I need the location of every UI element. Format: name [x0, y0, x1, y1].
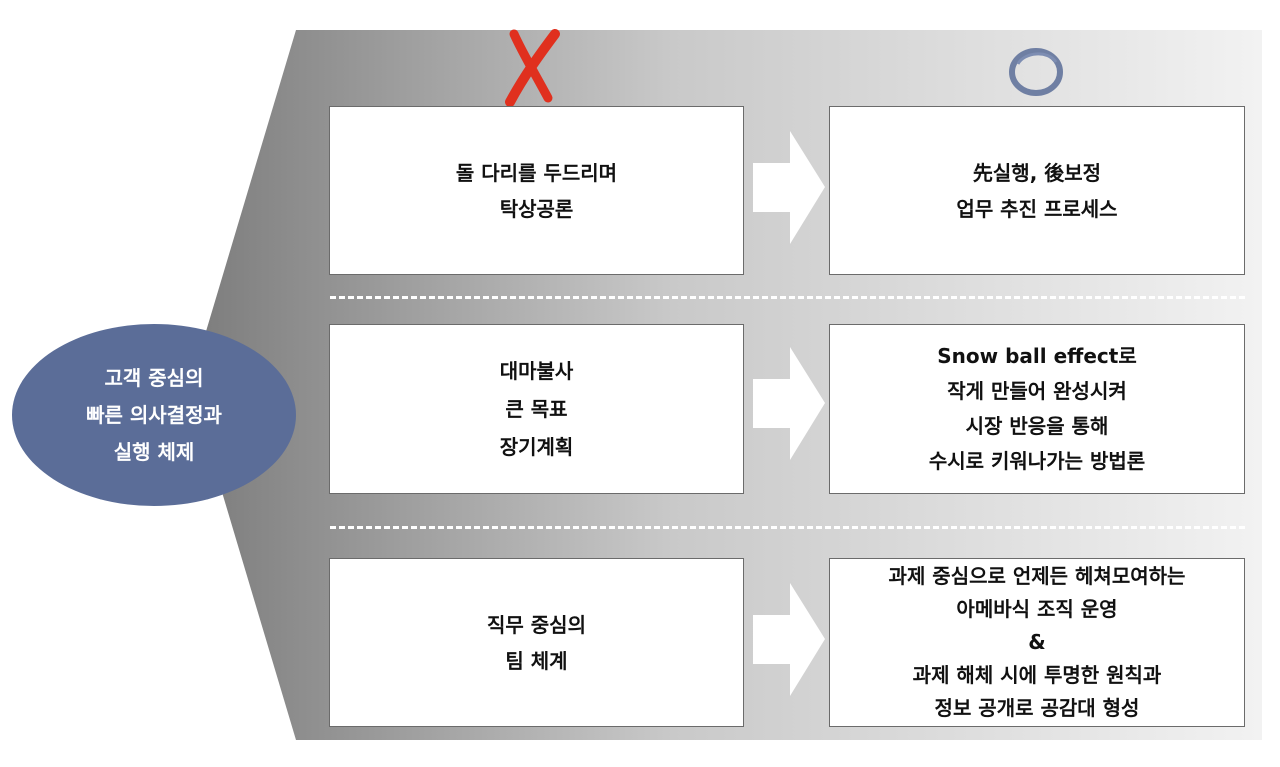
after-box-3: 과제 중심으로 언제든 헤쳐모여하는 아메바식 조직 운영 & 과제 해체 시에…: [829, 558, 1245, 727]
row-separator: [330, 296, 1245, 299]
box-text: 작게 만들어 완성시켜: [947, 379, 1127, 403]
box-text: 업무 추진 프로세스: [956, 196, 1118, 221]
box-text: 탁상공론: [499, 196, 574, 221]
arrow-right-icon: [753, 583, 825, 696]
box-text: 큰 목표: [505, 397, 568, 421]
oval-text: 빠른 의사결정과: [86, 402, 222, 427]
center-oval: 고객 중심의 빠른 의사결정과 실행 체제: [12, 324, 296, 506]
arrow-right-icon: [753, 347, 825, 460]
box-text: 과제 해체 시에 투명한 원칙과: [912, 663, 1162, 687]
box-text: 시장 반응을 통해: [965, 414, 1109, 438]
row-separator: [330, 526, 1245, 529]
box-text: 정보 공개로 공감대 형성: [934, 696, 1140, 720]
box-text: 돌 다리를 두드리며: [455, 160, 618, 185]
box-text: 팀 체계: [505, 648, 568, 673]
box-text: 先실행, 後보정: [972, 160, 1102, 185]
before-box-3: 직무 중심의 팀 체계: [329, 558, 744, 727]
box-text: 직무 중심의: [487, 612, 586, 637]
box-text: 수시로 키워나가는 방법론: [928, 449, 1146, 473]
circle-mark-icon: [1009, 48, 1063, 96]
box-text: 대마불사: [499, 359, 574, 383]
box-text: &: [1028, 630, 1046, 654]
box-text: 장기계획: [499, 435, 574, 459]
box-text: Snow ball effect로: [937, 344, 1137, 368]
after-box-1: 先실행, 後보정 업무 추진 프로세스: [829, 106, 1245, 275]
oval-text: 고객 중심의: [104, 365, 204, 390]
arrow-right-icon: [753, 131, 825, 244]
box-text: 과제 중심으로 언제든 헤쳐모여하는: [888, 564, 1186, 588]
oval-text: 실행 체제: [113, 439, 195, 464]
x-mark-icon: [505, 29, 560, 106]
before-box-2: 대마불사 큰 목표 장기계획: [329, 324, 744, 494]
box-text: 아메바식 조직 운영: [956, 597, 1118, 621]
after-box-2: Snow ball effect로 작게 만들어 완성시켜 시장 반응을 통해 …: [829, 324, 1245, 494]
before-box-1: 돌 다리를 두드리며 탁상공론: [329, 106, 744, 275]
